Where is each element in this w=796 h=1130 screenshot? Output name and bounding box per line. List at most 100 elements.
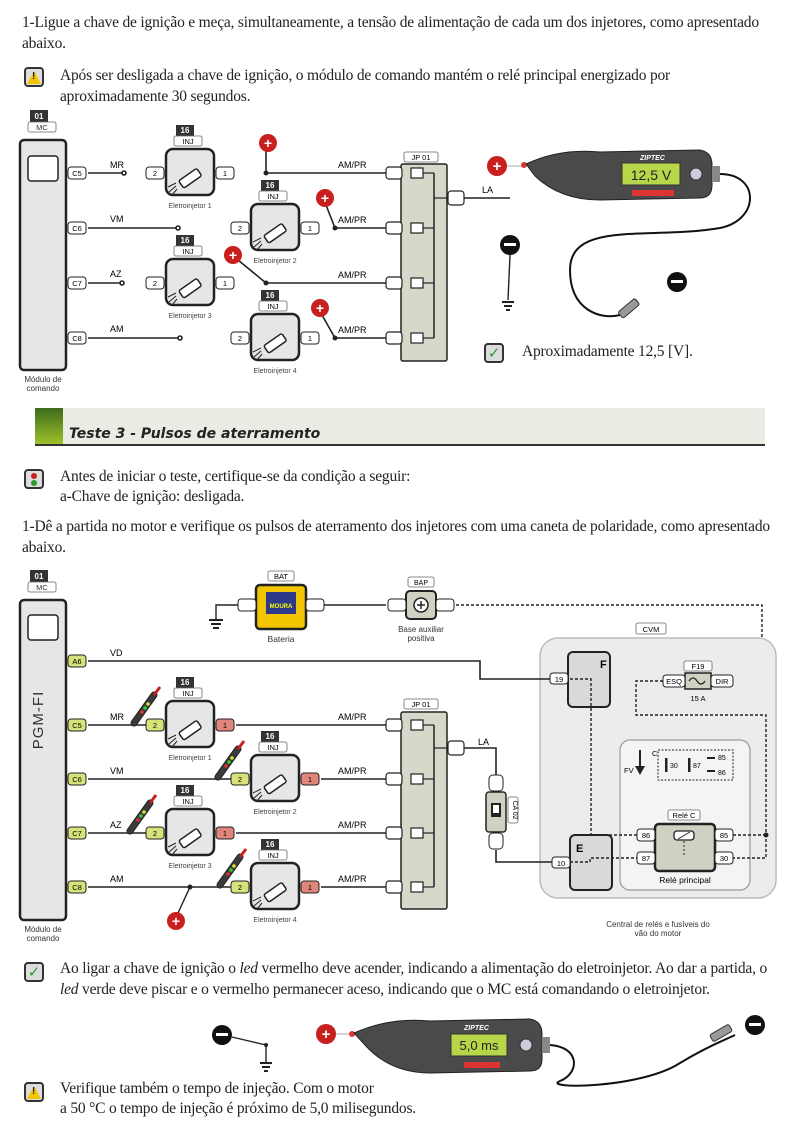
injector-label: Eletroinjetor 1 [168,203,211,210]
plus-symbol: + [322,1026,331,1043]
injector-pin-1: 1 [308,224,312,233]
e-pin: 10 [557,859,565,868]
battery-brand: MOURA [270,604,293,610]
connector-label: CA 02 [511,800,518,819]
check-text-2: vermelho deve acender, indicando a alime… [257,960,768,977]
injector-pin-2: 2 [238,224,242,233]
module-code: MC [36,123,48,132]
injection-time-warning-line1: Verifique também o tempo de injeção. Com… [60,1080,374,1097]
check-text-1: Ao ligar a chave de ignição o [60,960,240,977]
check-icon: ✓ [24,962,44,982]
injector-code: INJ [267,743,279,752]
polarity-pen-icon [220,849,246,885]
polarity-pen-meter: + 12,5 V ZIPTEC [487,149,751,319]
injector-pin-1: 1 [223,829,227,838]
wire-la: LA [478,737,489,747]
injector-label: Eletroinjetor 2 [253,809,296,816]
wire-ampr-3: AM/PR [338,270,367,280]
section-accent [35,408,63,444]
polarity-pen-icon [218,741,244,777]
fuse-dir: DIR [716,677,730,686]
injector-pin-1: 1 [308,883,312,892]
injector-code: INJ [182,137,194,146]
pin-a6: A6 [72,657,81,666]
led-term: led [239,960,259,977]
plus-symbol: + [264,135,272,151]
relay-code: Relé C [673,811,697,820]
wire-ampr-4: AM/PR [338,874,367,884]
wire-ampr-2: AM/PR [338,766,367,776]
injector-4: 16 INJ 2 1 Eletroinjetor 4 [230,839,320,924]
injector-pin-2: 2 [238,775,242,784]
pin-c8: C8 [72,883,82,892]
injector-number: 16 [181,786,190,795]
relay-pin-85: 85 [720,831,728,840]
check-text-3: verde deve piscar e o vermelho permanece… [78,981,710,998]
check-icon: ✓ [484,343,504,363]
injector-label: Eletroinjetor 4 [253,917,296,924]
relay-pin-30: 30 [720,854,728,863]
injector-label: Eletroinjetor 4 [253,368,296,375]
injector-1: 16 INJ 2 1 Eletroinjetor 1 [145,677,235,762]
precondition-item: a-Chave de ignição: desligada. [60,488,245,505]
plus-symbol: + [321,190,329,206]
meter-brand: ZIPTEC [463,1025,490,1032]
battery-label: Bateria [268,634,295,644]
result-voltage: Aproximadamente 12,5 [V]. [522,343,693,360]
wire-ampr-1: AM/PR [338,712,367,722]
injector-number: 16 [181,126,190,135]
wire-az: AZ [110,820,122,830]
wire-am: AM [110,324,124,334]
relay-pin-87: 87 [642,854,650,863]
relay-pin-86: 86 [642,831,650,840]
e-block-label: E [576,843,583,855]
injector-label: Eletroinjetor 3 [168,863,211,870]
injector-pin-2: 2 [153,721,157,730]
warning-icon [24,67,44,87]
injector-number: 16 [181,236,190,245]
ground-pulse-diagram: 01 MC PGM-FI Módulo de comando BAT MOURA… [18,570,777,943]
relay-term-87: 87 [693,763,701,770]
plus-symbol: + [229,247,237,263]
f-pin: 19 [555,675,563,684]
precondition-intro: Antes de iniciar o teste, certifique-se … [60,468,411,485]
wire-ampr-1: AM/PR [338,160,367,170]
bottom-meter-illustration: + 5,0 ms ZIPTEC [212,1015,765,1087]
injector-code: INJ [182,797,194,806]
relay-term-30: 30 [670,763,678,770]
f-block-label: F [600,659,607,671]
module-number: 01 [35,572,44,581]
injector-number: 16 [181,678,190,687]
module-pins: C5 C6 C7 C8 [67,718,87,894]
module-label-2: comando [27,934,60,943]
ground-probe [212,1025,272,1072]
warning-icon [24,1082,44,1102]
injector-4: 16 INJ 2 1 Eletroinjetor 4 [230,290,320,375]
module-name: PGM-FI [30,691,47,750]
pin-c7: C7 [72,279,82,288]
injector-supply-diagram: 01 MC Módulo de comando C5 C6 C7 C8 MR V… [18,110,751,393]
injector-label: Eletroinjetor 3 [168,313,211,320]
module-number: 01 [35,112,44,121]
relay-term-85: 85 [718,755,726,762]
module-pins: C5 C6 C7 C8 [67,166,87,345]
injector-code: INJ [267,302,279,311]
module-label: Módulo de [24,375,62,384]
wire-vm: VM [110,766,124,776]
auxiliary-positive-base: BAP Base auxiliar positiva [387,576,455,643]
injector-pin-1: 1 [308,334,312,343]
battery: BAT MOURA Bateria [209,570,386,644]
pin-c6: C6 [72,775,82,784]
plus-probe-icon [167,912,185,930]
injector-pin-2: 2 [153,279,157,288]
traffic-light-icon [24,469,44,489]
junction-label: JP 01 [411,153,430,162]
injector-pin-2: 2 [153,829,157,838]
cvm-label: Central de relés e fusíveis do [606,920,710,929]
warning-note: Após ser desligada a chave de ignição, o… [60,67,671,105]
step-1-instruction: 1-Ligue a chave de ignição e meça, simul… [22,14,759,52]
control-module: 01 MC Módulo de comando [18,110,68,393]
injector-pin-1: 1 [223,169,227,178]
plus-symbol: + [493,158,502,175]
control-module-pgmfi: 01 MC PGM-FI Módulo de comando [18,570,68,943]
